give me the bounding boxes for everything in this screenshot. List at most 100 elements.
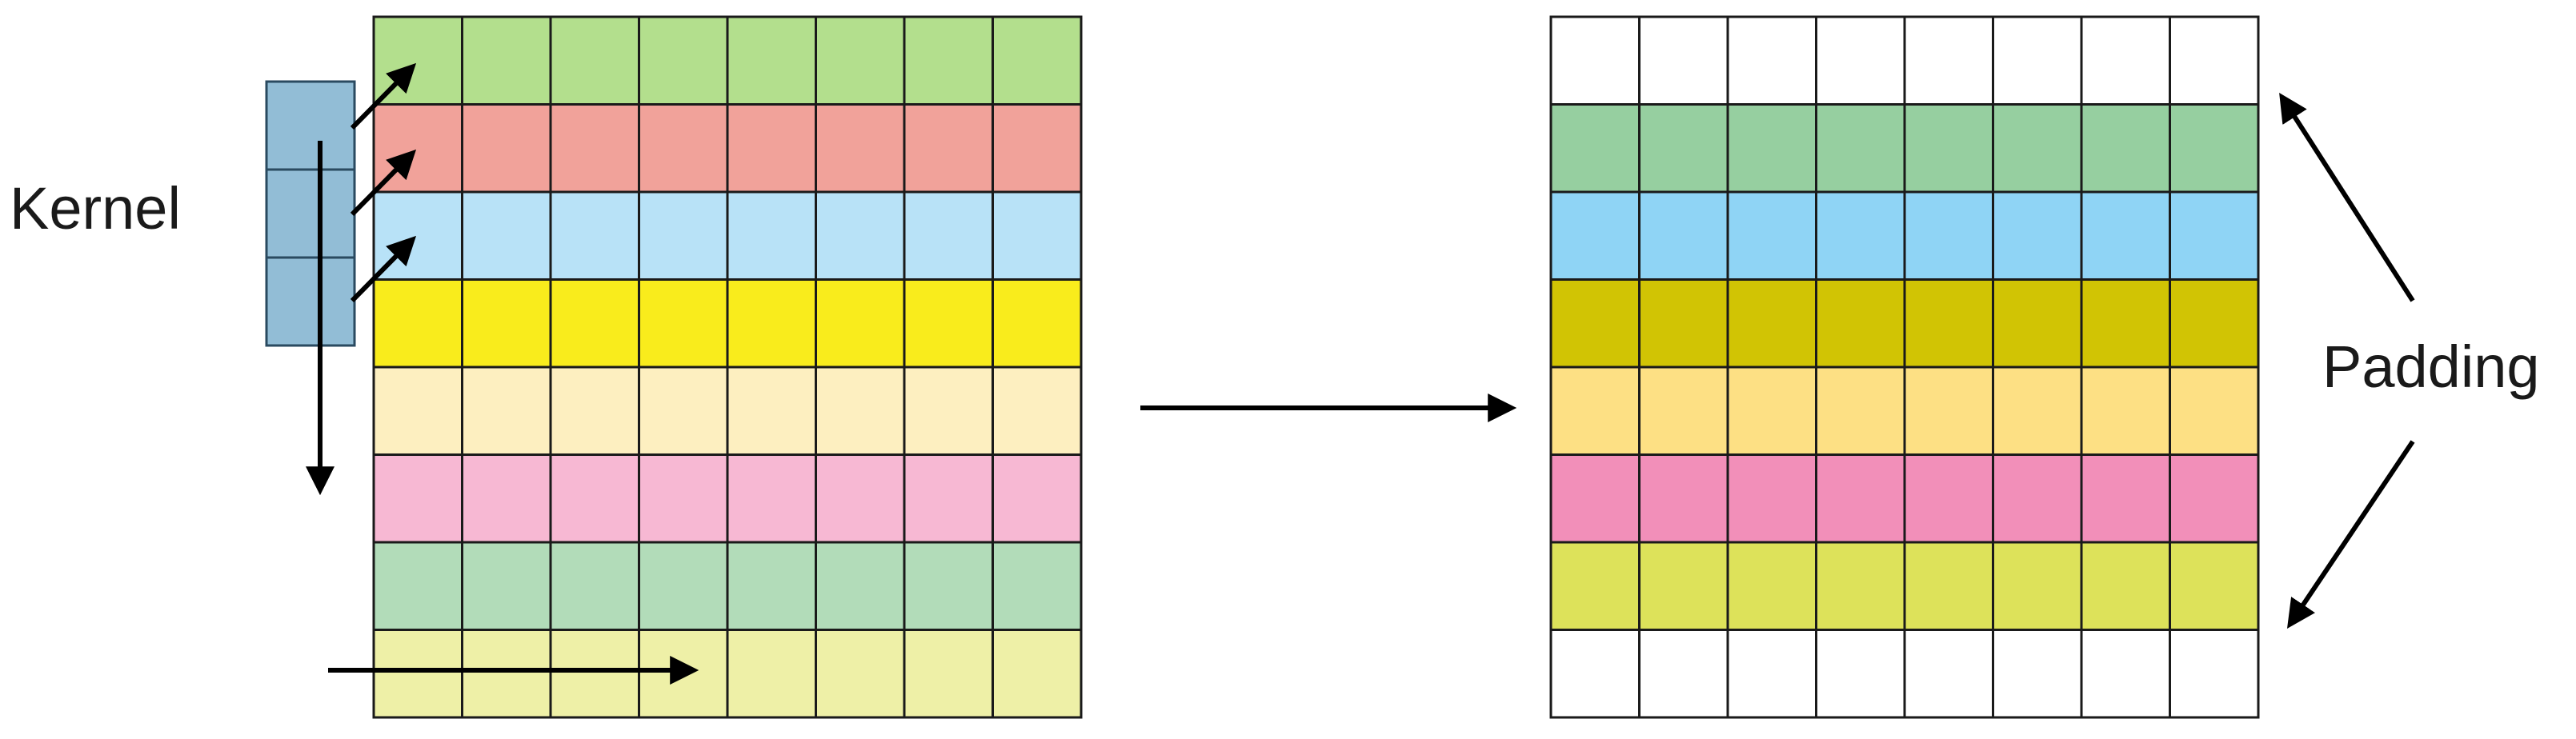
output-cell-r4-c8 <box>2169 278 2260 369</box>
input-cell-r5-c4 <box>638 366 729 456</box>
output-cell-r3-c8 <box>2169 190 2260 281</box>
output-cell-r7-c1 <box>1549 541 1641 631</box>
input-cell-r7-c4 <box>638 541 729 631</box>
output-cell-r1-c1 <box>1549 15 1641 106</box>
input-cell-r3-c8 <box>992 190 1083 281</box>
output-cell-r8-c7 <box>2080 629 2171 719</box>
output-cell-r2-c6 <box>1992 103 2083 194</box>
input-cell-r4-c4 <box>638 278 729 369</box>
output-cell-r8-c2 <box>1638 629 1729 719</box>
input-cell-r6-c2 <box>461 453 552 544</box>
input-cell-r4-c7 <box>903 278 994 369</box>
output-cell-r5-c3 <box>1726 366 1817 456</box>
output-cell-r8-c5 <box>1903 629 1994 719</box>
output-cell-r2-c2 <box>1638 103 1729 194</box>
output-cell-r1-c3 <box>1726 15 1817 106</box>
output-cell-r2-c8 <box>2169 103 2260 194</box>
input-cell-r2-c7 <box>903 103 994 194</box>
output-cell-r5-c1 <box>1549 366 1641 456</box>
input-cell-r5-c5 <box>726 366 817 456</box>
kernel-cell-2 <box>265 168 356 259</box>
output-cell-r7-c3 <box>1726 541 1817 631</box>
input-cell-r3-c2 <box>461 190 552 281</box>
output-cell-r5-c4 <box>1815 366 1906 456</box>
output-cell-r6-c5 <box>1903 453 1994 544</box>
padding-arrow-bottom <box>2286 440 2415 629</box>
kernel-label: Kernel <box>10 175 181 242</box>
input-cell-r6-c6 <box>815 453 906 544</box>
output-cell-r6-c8 <box>2169 453 2260 544</box>
output-cell-r4-c5 <box>1903 278 1994 369</box>
input-cell-r5-c8 <box>992 366 1083 456</box>
output-cell-r4-c1 <box>1549 278 1641 369</box>
output-cell-r1-c5 <box>1903 15 1994 106</box>
output-cell-r6-c1 <box>1549 453 1641 544</box>
input-cell-r1-c4 <box>638 15 729 106</box>
output-cell-r8-c8 <box>2169 629 2260 719</box>
input-cell-r1-c5 <box>726 15 817 106</box>
arrows <box>306 62 2415 685</box>
input-cell-r1-c8 <box>992 15 1083 106</box>
output-cell-r5-c6 <box>1992 366 2083 456</box>
input-cell-r7-c2 <box>461 541 552 631</box>
input-cell-r5-c7 <box>903 366 994 456</box>
input-cell-r8-c6 <box>815 629 906 719</box>
output-cell-r6-c7 <box>2080 453 2171 544</box>
output-cell-r2-c3 <box>1726 103 1817 194</box>
output-cell-r2-c7 <box>2080 103 2171 194</box>
input-cell-r8-c5 <box>726 629 817 719</box>
output-cell-r1-c8 <box>2169 15 2260 106</box>
output-cell-r7-c6 <box>1992 541 2083 631</box>
input-cell-r4-c8 <box>992 278 1083 369</box>
input-cell-r8-c2 <box>461 629 552 719</box>
output-cell-r8-c3 <box>1726 629 1817 719</box>
output-cell-r8-c4 <box>1815 629 1906 719</box>
input-cell-r5-c1 <box>372 366 463 456</box>
output-cell-r2-c1 <box>1549 103 1641 194</box>
input-cell-r8-c1 <box>372 629 463 719</box>
output-cell-r5-c5 <box>1903 366 1994 456</box>
output-cell-r6-c3 <box>1726 453 1817 544</box>
output-cell-r2-c5 <box>1903 103 1994 194</box>
output-cell-r6-c2 <box>1638 453 1729 544</box>
output-cell-r3-c1 <box>1549 190 1641 281</box>
padding-arrow-top <box>2279 92 2415 302</box>
kernel-arrow-row-3 <box>350 235 417 303</box>
input-cell-r2-c4 <box>638 103 729 194</box>
output-cell-r7-c7 <box>2080 541 2171 631</box>
input-cell-r2-c3 <box>549 103 640 194</box>
input-cell-r7-c3 <box>549 541 640 631</box>
input-cell-r8-c3 <box>549 629 640 719</box>
kernel-cell-1 <box>265 80 356 171</box>
output-cell-r6-c6 <box>1992 453 2083 544</box>
output-cell-r4-c6 <box>1992 278 2083 369</box>
input-cell-r7-c5 <box>726 541 817 631</box>
output-cell-r8-c6 <box>1992 629 2083 719</box>
input-cell-r4-c2 <box>461 278 552 369</box>
input-cell-r7-c6 <box>815 541 906 631</box>
kernel-cell-3 <box>265 256 356 347</box>
output-cell-r5-c8 <box>2169 366 2260 456</box>
output-cell-r4-c3 <box>1726 278 1817 369</box>
input-cell-r2-c2 <box>461 103 552 194</box>
output-cell-r3-c7 <box>2080 190 2171 281</box>
input-cell-r2-c5 <box>726 103 817 194</box>
output-cell-r3-c5 <box>1903 190 1994 281</box>
output-cell-r4-c7 <box>2080 278 2171 369</box>
input-cell-r8-c8 <box>992 629 1083 719</box>
output-cell-r4-c2 <box>1638 278 1729 369</box>
output-cell-r3-c2 <box>1638 190 1729 281</box>
input-cell-r3-c7 <box>903 190 994 281</box>
input-cell-r4-c3 <box>549 278 640 369</box>
input-grid <box>372 15 1083 719</box>
output-cell-r8-c1 <box>1549 629 1641 719</box>
input-cell-r8-c4 <box>638 629 729 719</box>
input-cell-r2-c8 <box>992 103 1083 194</box>
input-cell-r4-c1 <box>372 278 463 369</box>
input-cell-r1-c7 <box>903 15 994 106</box>
output-cell-r3-c3 <box>1726 190 1817 281</box>
output-cell-r7-c8 <box>2169 541 2260 631</box>
output-grid <box>1549 15 2260 719</box>
input-cell-r5-c3 <box>549 366 640 456</box>
